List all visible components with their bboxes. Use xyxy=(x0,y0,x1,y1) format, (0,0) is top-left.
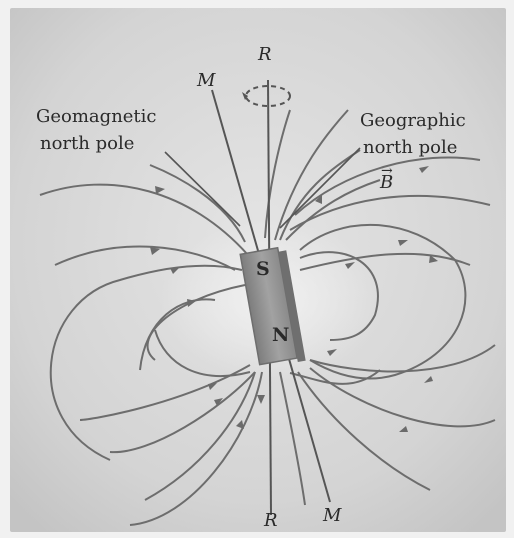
geographic-label-line1: Geographic xyxy=(360,110,466,131)
magnet-south-label: S xyxy=(256,259,270,280)
axis-m-bottom: M xyxy=(323,505,341,526)
magnet-north-label: N xyxy=(272,325,289,346)
axis-r-top: R xyxy=(258,44,272,65)
axis-m-top: M xyxy=(197,70,215,91)
geomagnetic-label-line2: north pole xyxy=(40,133,134,154)
geomagnetic-label-line1: Geomagnetic xyxy=(36,106,157,127)
axis-r-bottom: R xyxy=(264,510,278,531)
vector-arrow-icon: → xyxy=(381,161,393,182)
geographic-label-line2: north pole xyxy=(363,137,457,158)
b-field-label: → B xyxy=(380,172,393,193)
